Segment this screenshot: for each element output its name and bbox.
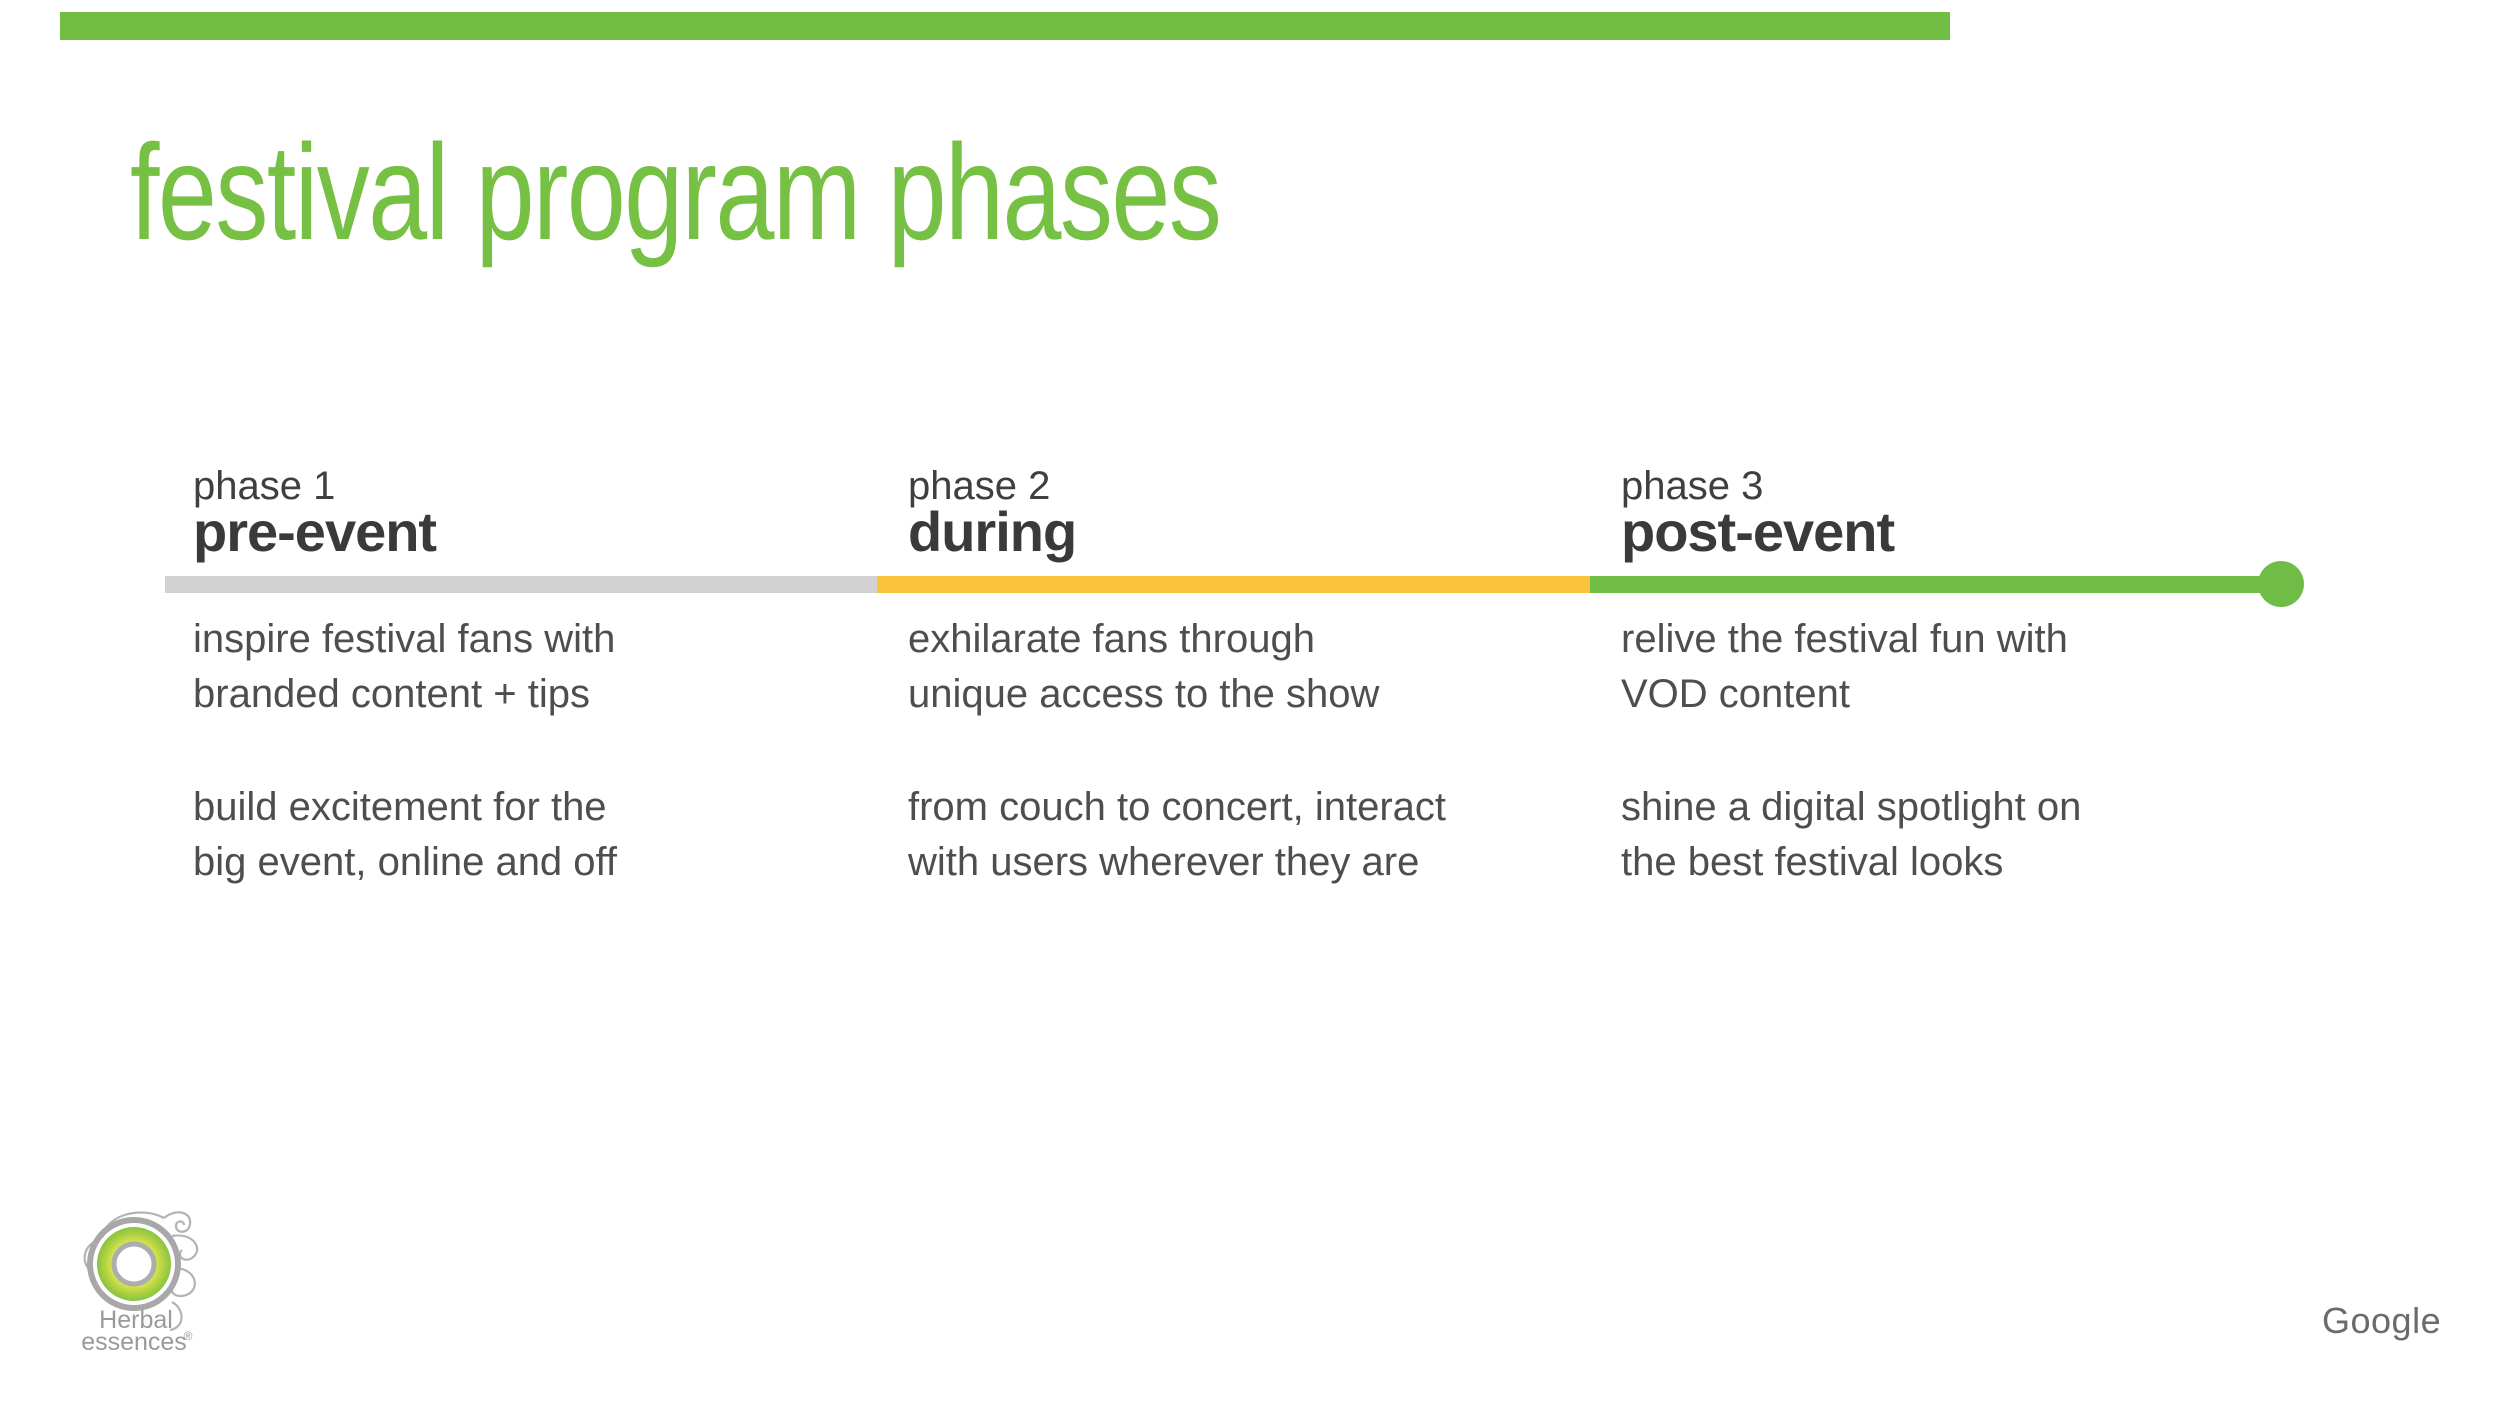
timeline [165, 561, 2304, 607]
phase-label: phase 2 [908, 464, 1051, 508]
phase-description-2: from couch to concert, interact with use… [908, 780, 1446, 890]
phase-copy-line: VOD content [1621, 672, 1851, 716]
phase-copy-line: unique access to the show [908, 672, 1380, 716]
phase-description-1: relive the festival fun with VOD content [1621, 612, 2068, 722]
registered-mark: ® [184, 1329, 193, 1343]
phase-copy-line: the best festival looks [1621, 840, 2004, 884]
phase-copy-line: shine a digital spotlight on [1621, 785, 2082, 829]
timeline-end-dot [2258, 561, 2304, 607]
phase-name: pre-event [193, 500, 437, 563]
brand-wordmark-line2: essences [81, 1328, 187, 1356]
phase-column-post-event: phase 3 post-event relive the festival f… [1621, 466, 2321, 946]
phase-description-1: exhilarate fans through unique access to… [908, 612, 1379, 722]
herbal-essences-logo-icon: Herbal essences ® [81, 1211, 199, 1356]
phase-description-1: inspire festival fans with branded conte… [193, 612, 615, 722]
phase-copy-line: relive the festival fun with [1621, 617, 2068, 661]
phase-copy-line: branded content + tips [193, 672, 590, 716]
top-accent-bar [60, 12, 1950, 40]
phase-label: phase 1 [193, 464, 336, 508]
phase-description-2: shine a digital spotlight on the best fe… [1621, 780, 2081, 890]
phase-name: during [908, 500, 1077, 563]
timeline-segment-post-event [1590, 576, 2281, 593]
phase-column-pre-event: phase 1 pre-event inspire festival fans … [193, 466, 893, 946]
google-logo: Google [2322, 1300, 2442, 1341]
phase-copy-line: inspire festival fans with [193, 617, 616, 661]
phase-copy-line: build excitement for the [193, 785, 607, 829]
phase-copy-line: exhilarate fans through [908, 617, 1315, 661]
phase-copy-line: with users wherever they are [908, 840, 1420, 884]
timeline-segment-pre-event [165, 576, 877, 593]
timeline-segment-during [877, 576, 1590, 593]
phase-copy-line: from couch to concert, interact [908, 785, 1447, 829]
brand-wordmark-line1: Herbal [99, 1306, 173, 1334]
phase-label: phase 3 [1621, 464, 1764, 508]
phase-copy-line: big event, online and off [193, 840, 618, 884]
slide-title: festival program phases [130, 116, 1222, 268]
phase-column-during: phase 2 during exhilarate fans through u… [908, 466, 1608, 946]
phase-description-2: build excitement for the big event, onli… [193, 780, 617, 890]
phase-name: post-event [1621, 500, 1895, 563]
herbal-essences-logo: Herbal essences ® [72, 1198, 212, 1358]
